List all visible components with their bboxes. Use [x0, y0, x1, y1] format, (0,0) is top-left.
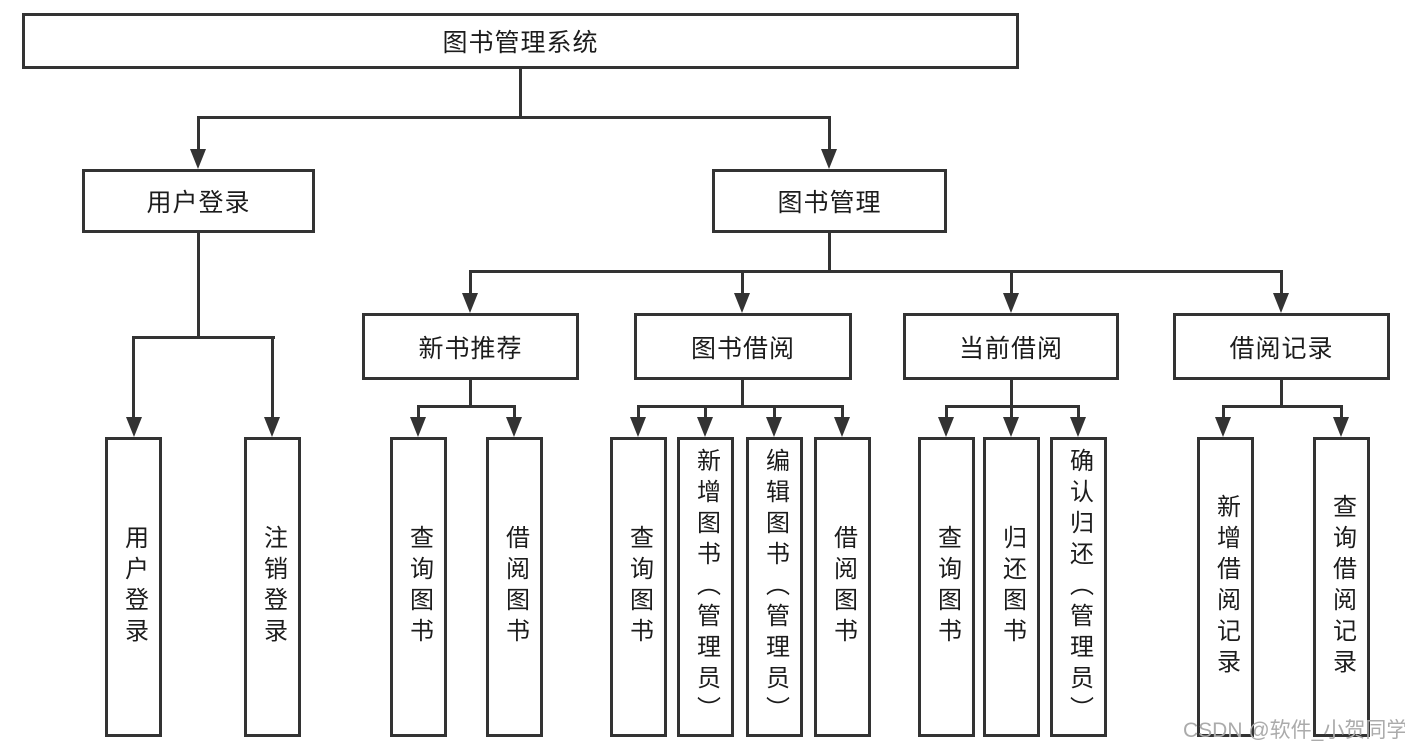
arrow-down-icon	[1333, 417, 1349, 437]
leaf-label: 用户登录	[120, 525, 148, 649]
connector-line	[828, 233, 831, 273]
arrow-down-icon	[126, 417, 142, 437]
connector-line	[773, 405, 776, 419]
node-library-management-system: 图书管理系统	[22, 13, 1019, 69]
connector-line	[1010, 405, 1013, 419]
node-book-borrowing: 图书借阅	[634, 313, 852, 380]
leaf-label: 注销登录	[259, 525, 287, 649]
node-borrowing-records: 借阅记录	[1173, 313, 1390, 380]
node-label: 用户登录	[146, 189, 251, 217]
node-user-login: 用户登录	[82, 169, 315, 233]
connector-line	[1280, 270, 1283, 296]
node-label: 新书推荐	[418, 334, 523, 363]
arrow-down-icon	[506, 417, 522, 437]
connector-line	[1077, 405, 1080, 419]
leaf-query-borrow-record: 查询借阅记录	[1313, 437, 1370, 737]
arrow-down-icon	[462, 293, 478, 313]
node-label: 图书管理	[777, 189, 882, 217]
arrow-down-icon	[630, 417, 646, 437]
arrow-down-icon	[766, 417, 782, 437]
leaf-add-books-admin: 新增图书（管理员）	[677, 437, 734, 737]
node-label: 当前借阅	[958, 334, 1063, 363]
connector-line	[417, 405, 516, 408]
connector-line	[132, 336, 135, 420]
connector-line	[417, 405, 420, 419]
leaf-label: 新增借阅记录	[1212, 494, 1240, 680]
leaf-label: 查询借阅记录	[1328, 494, 1356, 680]
leaf-label: 确认归还（管理员）	[1065, 447, 1093, 727]
arrow-down-icon	[734, 293, 750, 313]
connector-line	[469, 379, 472, 407]
connector-line	[519, 69, 522, 118]
connector-line	[1010, 270, 1013, 296]
arrow-down-icon	[697, 417, 713, 437]
connector-line	[197, 116, 831, 119]
connector-line	[1222, 405, 1225, 419]
leaf-label: 借阅图书	[501, 525, 529, 649]
arrow-down-icon	[1070, 417, 1086, 437]
node-label: 借阅记录	[1229, 334, 1334, 363]
node-new-book-recommendation: 新书推荐	[362, 313, 579, 380]
connector-line	[1010, 379, 1013, 407]
connector-line	[1280, 379, 1283, 407]
connector-line	[469, 270, 472, 296]
connector-line	[469, 270, 1283, 273]
connector-line	[637, 405, 640, 419]
arrow-down-icon	[1003, 293, 1019, 313]
leaf-label: 新增图书（管理员）	[692, 447, 720, 727]
arrow-down-icon	[821, 149, 837, 169]
arrow-down-icon	[264, 417, 280, 437]
leaf-logout: 注销登录	[244, 437, 301, 737]
connector-line	[513, 405, 516, 419]
leaf-label: 查询图书	[625, 525, 653, 649]
connector-line	[841, 405, 844, 419]
leaf-query-books-current: 查询图书	[918, 437, 975, 737]
arrow-down-icon	[410, 417, 426, 437]
connector-line	[1222, 405, 1343, 408]
leaf-return-books: 归还图书	[983, 437, 1040, 737]
connector-line	[741, 379, 744, 407]
csdn-watermark: CSDN @软件_小贺同学	[1183, 719, 1405, 742]
arrow-down-icon	[1003, 417, 1019, 437]
leaf-label: 查询图书	[933, 525, 961, 649]
arrow-down-icon	[834, 417, 850, 437]
leaf-user-login: 用户登录	[105, 437, 162, 737]
node-current-borrowing: 当前借阅	[903, 313, 1119, 380]
leaf-edit-books-admin: 编辑图书（管理员）	[746, 437, 803, 737]
node-label: 图书借阅	[690, 334, 795, 363]
arrow-down-icon	[190, 149, 206, 169]
leaf-confirm-return-admin: 确认归还（管理员）	[1050, 437, 1107, 737]
arrow-down-icon	[1215, 417, 1231, 437]
leaf-label: 编辑图书（管理员）	[761, 447, 789, 727]
arrow-down-icon	[1273, 293, 1289, 313]
connector-line	[704, 405, 707, 419]
leaf-borrow-books-recommend: 借阅图书	[486, 437, 543, 737]
leaf-label: 借阅图书	[829, 525, 857, 649]
connector-line	[1340, 405, 1343, 419]
leaf-query-books-borrowing: 查询图书	[610, 437, 667, 737]
connector-line	[945, 405, 948, 419]
node-book-management: 图书管理	[712, 169, 947, 233]
connector-line	[741, 270, 744, 296]
leaf-query-books-recommend: 查询图书	[390, 437, 447, 737]
arrow-down-icon	[938, 417, 954, 437]
leaf-borrow-books: 借阅图书	[814, 437, 871, 737]
leaf-add-borrow-record: 新增借阅记录	[1197, 437, 1254, 737]
connector-line	[271, 336, 274, 420]
leaf-label: 归还图书	[998, 525, 1026, 649]
connector-line	[197, 116, 200, 152]
node-label: 图书管理系统	[442, 29, 599, 57]
connector-line	[132, 336, 275, 339]
connector-line	[197, 233, 200, 337]
connector-line	[828, 116, 831, 152]
leaf-label: 查询图书	[405, 525, 433, 649]
connector-line	[637, 405, 844, 408]
